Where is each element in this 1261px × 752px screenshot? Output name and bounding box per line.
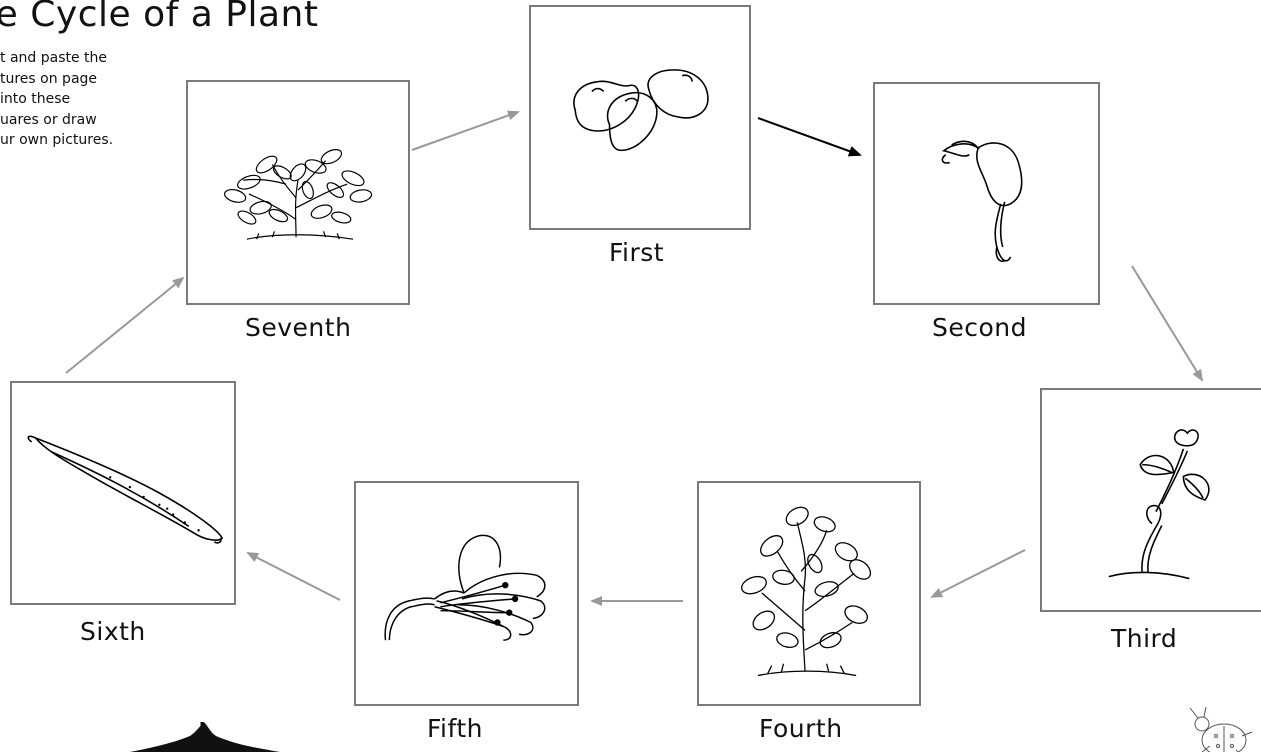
bean-pod-drawing: [12, 383, 234, 603]
stage-first-box[interactable]: [529, 5, 751, 230]
arrow-seventh-to-first: [412, 112, 518, 150]
mature-bush-drawing: [188, 82, 408, 303]
arrow-second-to-third: [1132, 266, 1202, 380]
arrow-first-to-second: [758, 118, 860, 155]
leafy-plant-drawing: [699, 483, 919, 704]
stage-second-box[interactable]: [873, 82, 1100, 305]
stage-first-label: First: [609, 238, 664, 267]
arrow-sixth-to-seventh: [66, 278, 183, 373]
stage-second-label: Second: [932, 313, 1027, 342]
stage-seventh-label: Seventh: [245, 313, 351, 342]
stage-fifth-label: Fifth: [427, 714, 483, 743]
plant-silhouette-icon: [130, 722, 280, 752]
stage-fifth-box[interactable]: [354, 481, 579, 706]
stage-third-box[interactable]: [1040, 388, 1261, 612]
stage-fourth-box[interactable]: [697, 481, 921, 706]
seedling-drawing: [1042, 390, 1261, 610]
stage-fourth-label: Fourth: [759, 714, 843, 743]
flower-drawing: [356, 483, 577, 704]
stage-third-label: Third: [1111, 624, 1177, 653]
germinating-seed-drawing: [875, 84, 1098, 303]
stage-sixth-box[interactable]: [10, 381, 236, 605]
bug-icon: [1180, 706, 1260, 752]
bean-seeds-drawing: [531, 7, 749, 228]
arrow-third-to-fourth: [932, 550, 1025, 597]
arrow-fifth-to-sixth: [248, 553, 340, 600]
stage-seventh-box[interactable]: [186, 80, 410, 305]
stage-sixth-label: Sixth: [80, 617, 146, 646]
